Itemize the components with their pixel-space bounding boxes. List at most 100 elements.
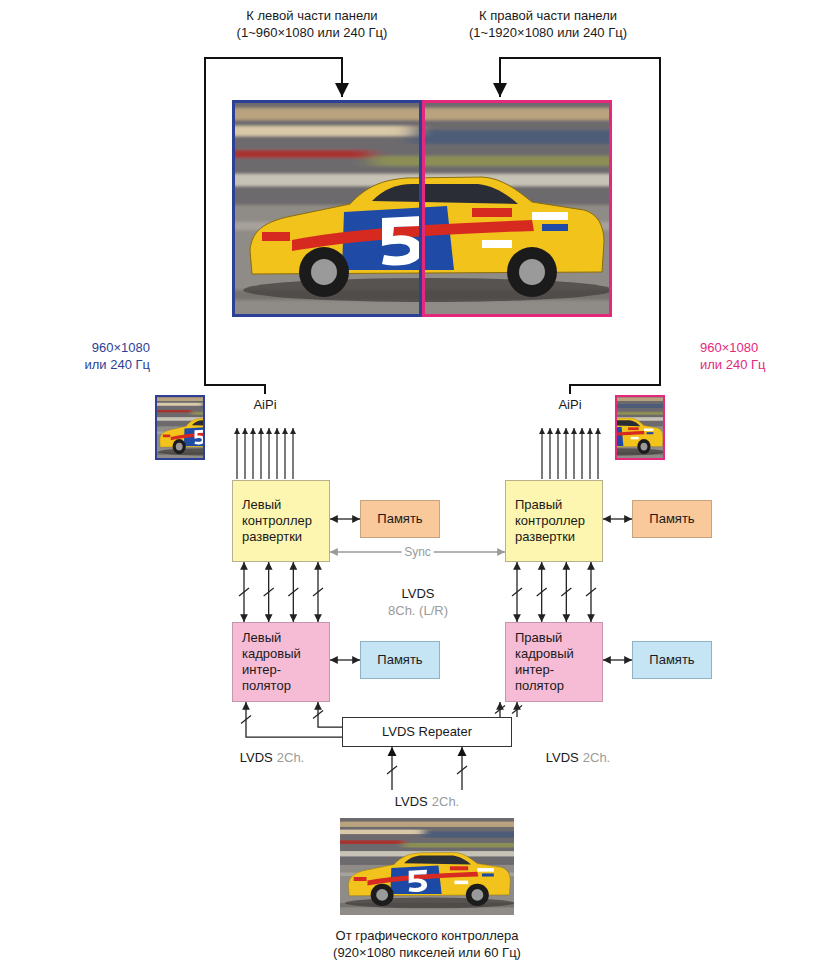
panel-picture (212, 100, 632, 325)
label-line: К левой части панели (197, 8, 427, 25)
label-line: или 240 Гц (700, 357, 810, 374)
frame-interpolator: Правый кадровый интер- полятор (505, 622, 603, 702)
label-text: LVDS (546, 750, 579, 765)
label-line: LVDS 2Ch. (372, 794, 482, 811)
bus-slash (313, 711, 323, 719)
bus-label: LVDS 2Ch. (217, 750, 327, 767)
bus-label: LVDS 2Ch. (372, 794, 482, 811)
output-name: AiPi (540, 397, 600, 414)
label-text: LVDS (395, 794, 428, 809)
input-arrow (391, 747, 392, 790)
panel-feed-line (205, 58, 342, 394)
connector (603, 659, 632, 660)
aipi-arrow (236, 428, 237, 479)
aipi-arrow (244, 428, 245, 479)
bus-label: LVDS 8Ch. (L/R) (353, 586, 483, 620)
label-text: 960×1080 (700, 340, 758, 355)
frame-interpolator: Левый кадровый интер- полятор (232, 622, 330, 702)
label-line: От графического контроллера (267, 928, 587, 945)
input-bus (387, 747, 467, 790)
aipi-arrow (597, 428, 598, 479)
aipi-outputs (542, 428, 598, 479)
label-line: AiPi (540, 397, 600, 414)
label-line: 960×1080 (700, 340, 810, 357)
channel-count: 2Ch. (583, 750, 610, 765)
label-text: LVDS (402, 586, 435, 601)
bus-connector (246, 702, 342, 737)
connector (330, 518, 360, 519)
aipi-arrow (581, 428, 582, 479)
left-half-frame (234, 102, 421, 316)
label-text: (1~1920×1080 или 240 Гц) (469, 25, 627, 40)
label-line: (920×1080 пикселей или 60 Гц) (267, 945, 587, 962)
bus-slash (264, 588, 274, 596)
node-text: Память (642, 511, 702, 527)
resolution-label: 960×1080или 240 Гц (30, 340, 150, 374)
node-text: Правый контроллер развертки (515, 497, 593, 546)
left-thumbnail-frame (156, 396, 204, 459)
right-thumbnail-frame (616, 396, 664, 459)
panel-target-label: К правой части панели (1~1920×1080 или 24… (433, 8, 663, 42)
right-thumbnail (560, 395, 671, 462)
label-line: LVDS 2Ch. (523, 750, 633, 767)
label-line: LVDS (353, 586, 483, 603)
scan-controller: Правый контроллер развертки (505, 480, 603, 562)
scan-controller: Левый контроллер развертки (232, 480, 330, 562)
bus-slash (457, 766, 467, 774)
aipi-arrow (252, 428, 253, 479)
label-text: LVDS (240, 750, 273, 765)
memory-box: Память (360, 641, 440, 679)
left-thumbnail (150, 395, 261, 462)
output-name: AiPi (235, 397, 295, 414)
label-line: 960×1080 (30, 340, 150, 357)
aipi-arrow (284, 428, 285, 479)
input-picture-blur (331, 818, 523, 919)
sync-connector (330, 551, 505, 552)
input-picture (331, 818, 523, 919)
label-line: К правой части панели (433, 8, 663, 25)
bus-slash (512, 588, 522, 596)
bus-slash (561, 588, 571, 596)
channel-count: 2Ch. (277, 750, 304, 765)
bus-slash (241, 716, 251, 724)
aipi-arrow (557, 428, 558, 479)
aipi-arrow (589, 428, 590, 479)
label-text: или 240 Гц (700, 357, 766, 372)
node-text: Память (642, 652, 702, 668)
label-text: AiPi (253, 397, 276, 412)
bus-connector (318, 702, 342, 727)
label-text: или 240 Гц (84, 357, 150, 372)
right-half-frame (424, 102, 611, 316)
memory-box: Память (632, 641, 712, 679)
node-text: Левый контроллер развертки (242, 497, 320, 546)
bus-slash (239, 588, 249, 596)
node-text: Левый кадровый интер- полятор (242, 630, 320, 695)
label-line: 8Ch. (L/R) (353, 603, 483, 620)
lvds-repeater: LVDS Repeater (342, 717, 512, 747)
node-text: Память (370, 652, 430, 668)
node-text: LVDS Repeater (352, 724, 502, 740)
aipi-arrow (260, 428, 261, 479)
label-text: К правой части панели (479, 8, 617, 23)
bus-slash (288, 588, 298, 596)
channel-count: 2Ch. (432, 794, 459, 809)
bus-slash (495, 706, 505, 714)
node-text: Память (370, 511, 430, 527)
input-arrow (461, 747, 462, 790)
connector (603, 518, 632, 519)
label-text: (1~960×1080 или 240 Гц) (237, 25, 388, 40)
aipi-arrow (268, 428, 269, 479)
panel-feed-line (500, 58, 660, 394)
thumbnail-picture (150, 395, 261, 462)
channel-count: 8Ch. (L/R) (388, 603, 448, 618)
resolution-label: 960×1080 или 240 Гц (700, 340, 810, 374)
label-text: От графического контроллера (336, 928, 519, 943)
label-line: или 240 Гц (30, 357, 150, 374)
memory-box: Память (360, 500, 440, 538)
label-text: К левой части панели (246, 8, 377, 23)
aipi-arrow (565, 428, 566, 479)
